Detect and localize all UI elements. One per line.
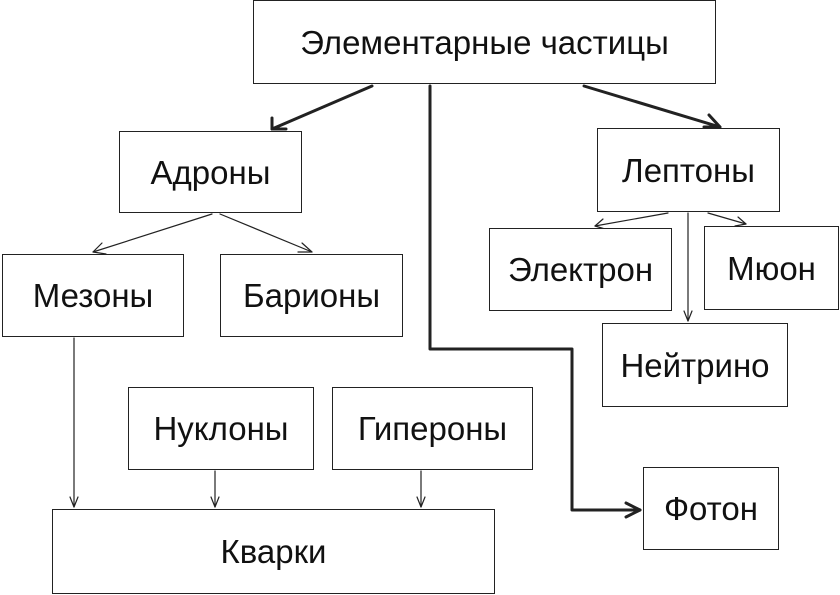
edge-nucleons-quarks xyxy=(210,470,220,508)
edge-leptons-muon xyxy=(707,212,747,227)
node-muon: Мюон xyxy=(704,226,839,310)
node-hadrons: Адроны xyxy=(119,131,302,213)
node-electron: Электрон xyxy=(489,228,672,311)
edge-root-hadrons xyxy=(270,84,374,131)
node-leptons: Лептоны xyxy=(597,128,780,212)
node-label: Мюон xyxy=(727,249,816,287)
node-neutrino: Нейтрино xyxy=(602,323,788,407)
node-label: Барионы xyxy=(242,277,381,314)
edge-root-leptons xyxy=(582,84,722,129)
node-label: Нуклоны xyxy=(153,410,289,447)
node-label: Гипероны xyxy=(357,410,508,447)
node-label: Элементарные частицы xyxy=(300,23,669,61)
edge-hadrons-mesons xyxy=(92,213,213,255)
node-hyperons: Гипероны xyxy=(332,387,533,470)
node-quarks: Кварки xyxy=(52,509,495,594)
node-label: Электрон xyxy=(507,251,654,288)
node-photon: Фотон xyxy=(643,467,779,550)
node-baryons: Барионы xyxy=(220,254,403,337)
edge-mesons-quarks xyxy=(69,337,79,508)
edge-hadrons-baryons xyxy=(219,213,313,253)
node-label: Нейтрино xyxy=(620,346,770,384)
node-label: Лептоны xyxy=(622,151,755,189)
edge-hyperons-quarks xyxy=(416,470,426,508)
node-elementary-particles: Элементарные частицы xyxy=(253,0,716,84)
node-label: Мезоны xyxy=(32,277,154,314)
node-label: Кварки xyxy=(220,533,327,570)
node-nucleons: Нуклоны xyxy=(128,387,314,470)
edge-leptons-electron xyxy=(594,212,669,230)
edge-leptons-neutrino xyxy=(683,212,693,322)
node-label: Фотон xyxy=(663,490,759,527)
edge-root-photon xyxy=(428,84,642,519)
node-mesons: Мезоны xyxy=(2,254,184,337)
node-label: Адроны xyxy=(150,153,271,191)
